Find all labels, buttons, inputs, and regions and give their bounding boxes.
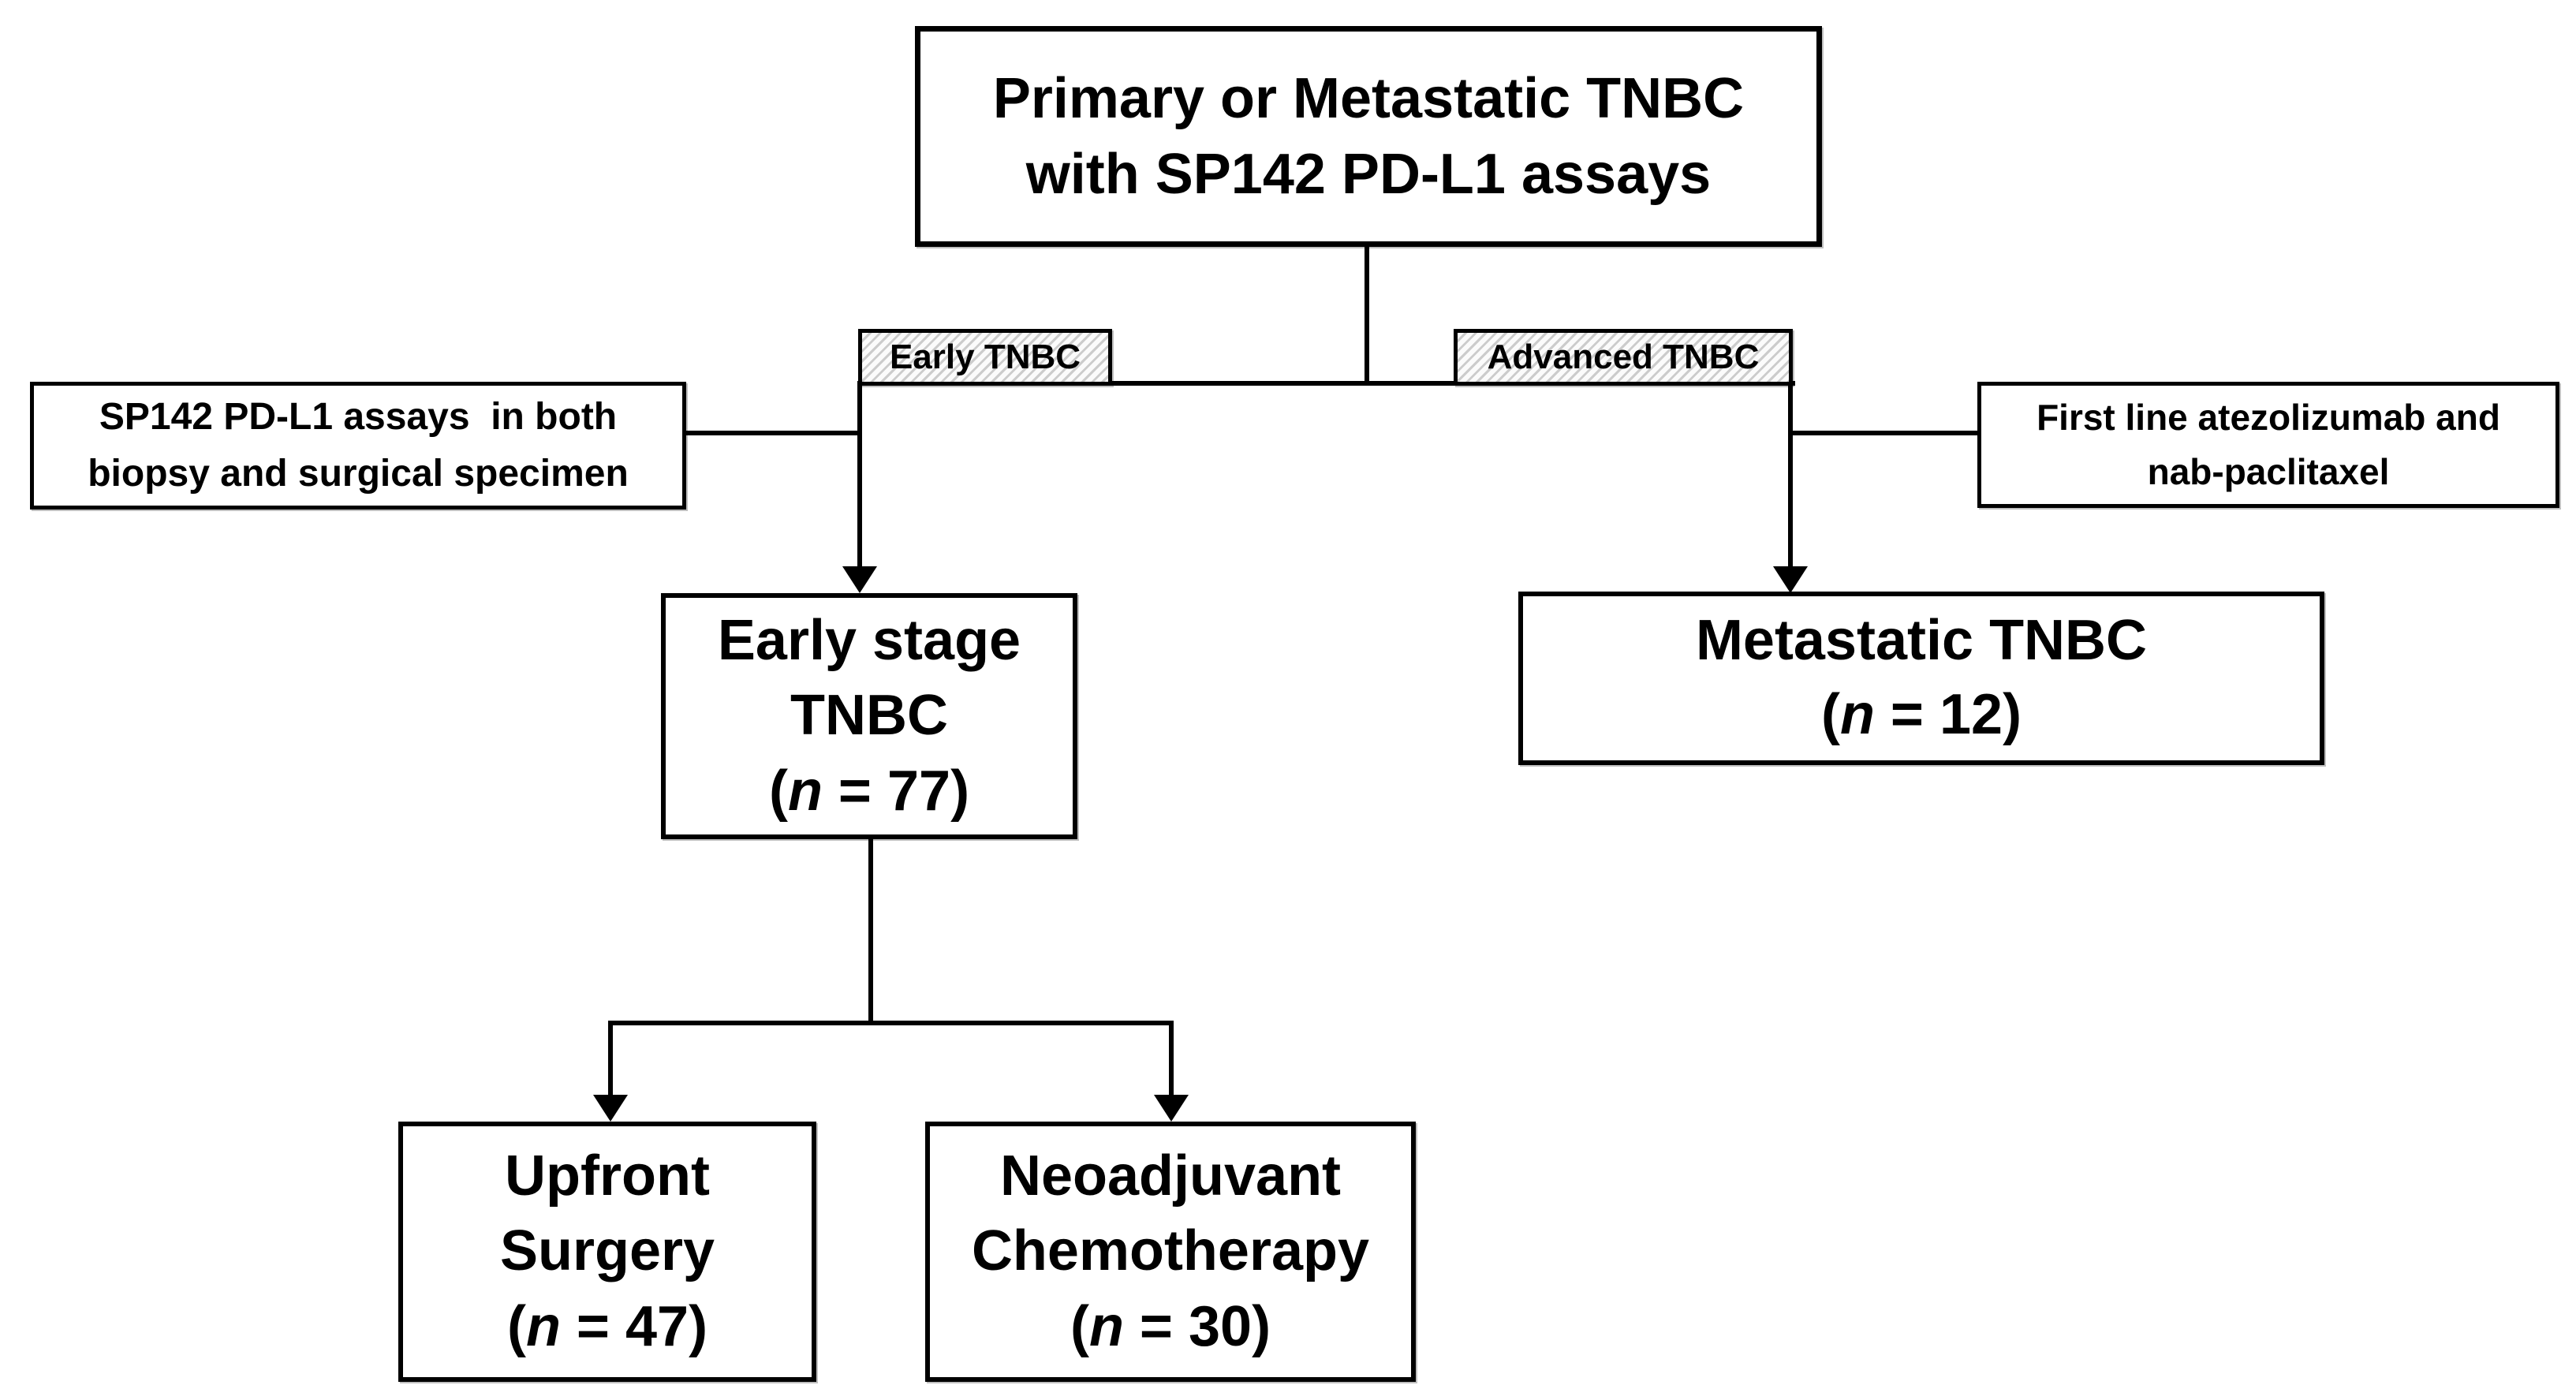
note-first-line-atezolizumab: First line atezolizumab and nab-paclitax… xyxy=(1977,382,2559,508)
connector-root-vertical xyxy=(1365,245,1369,383)
count-value: = 30) xyxy=(1123,1294,1271,1358)
branch-label-advanced-tnbc: Advanced TNBC xyxy=(1454,329,1793,386)
node-text-line: Upfront xyxy=(505,1144,710,1208)
node-neoadjuvant-chemotherapy: Neoadjuvant Chemotherapy (n = 30) xyxy=(925,1122,1416,1382)
count-n-symbol: n xyxy=(525,1294,561,1358)
node-text-line: with SP142 PD-L1 assays xyxy=(1025,143,1712,206)
node-count-line: (n = 47) xyxy=(507,1290,707,1365)
connector-left-note-horizontal xyxy=(681,431,860,435)
node-text-line: Early stage xyxy=(717,609,1021,673)
count-open-paren: ( xyxy=(1820,683,1840,746)
count-value: = 47) xyxy=(560,1294,708,1358)
node-upfront-surgery: Upfront Surgery (n = 47) xyxy=(398,1122,816,1382)
branch-label-text: Advanced TNBC xyxy=(1487,338,1760,376)
connector-split-horizontal xyxy=(608,1021,1174,1025)
node-early-stage-tnbc: Early stage TNBC (n = 77) xyxy=(661,593,1077,839)
count-open-paren: ( xyxy=(768,759,788,823)
arrowhead-into-early-stage xyxy=(842,566,877,593)
connector-left-branch-vertical xyxy=(857,381,862,572)
note-text-line: First line atezolizumab and xyxy=(2037,397,2500,438)
node-text-line: Primary or Metastatic TNBC xyxy=(992,66,1745,130)
count-n-symbol: n xyxy=(1088,1294,1124,1358)
count-n-symbol: n xyxy=(1839,683,1875,746)
note-text-line: biopsy and surgical specimen xyxy=(88,453,629,495)
node-primary-or-metastatic-tnbc: Primary or Metastatic TNBC with SP142 PD… xyxy=(915,26,1822,247)
node-count-line: (n = 77) xyxy=(769,754,969,829)
node-count-line: (n = 30) xyxy=(1070,1290,1271,1365)
note-sp142-assays-both-specimens: SP142 PD-L1 assays in both biopsy and su… xyxy=(30,382,686,510)
node-count-line: (n = 12) xyxy=(1821,678,2022,752)
connector-right-note-horizontal xyxy=(1793,431,1979,435)
note-text-line: SP142 PD-L1 assays in both xyxy=(99,396,618,438)
branch-label-text: Early TNBC xyxy=(889,338,1081,376)
arrowhead-into-metastatic xyxy=(1773,566,1808,593)
count-open-paren: ( xyxy=(1070,1294,1089,1358)
note-text-line: nab-paclitaxel xyxy=(2147,451,2390,492)
node-text-line: Surgery xyxy=(499,1219,715,1283)
connector-right-branch-vertical xyxy=(1788,381,1793,572)
node-text-line: TNBC xyxy=(790,684,948,748)
connector-split-left-vertical xyxy=(608,1021,613,1098)
count-open-paren: ( xyxy=(506,1294,526,1358)
count-value: = 77) xyxy=(822,759,970,823)
node-text-line: Neoadjuvant xyxy=(999,1144,1342,1208)
connector-early-down-vertical xyxy=(868,836,873,1023)
connector-main-horizontal xyxy=(857,381,1795,386)
arrowhead-into-upfront xyxy=(593,1095,628,1122)
arrowhead-into-neoadjuvant xyxy=(1154,1095,1189,1122)
count-n-symbol: n xyxy=(787,759,823,823)
node-text-line: Chemotherapy xyxy=(971,1219,1370,1283)
node-metastatic-tnbc: Metastatic TNBC (n = 12) xyxy=(1518,592,2324,765)
connector-split-right-vertical xyxy=(1169,1021,1174,1098)
count-value: = 12) xyxy=(1874,683,2022,746)
branch-label-early-tnbc: Early TNBC xyxy=(858,329,1112,386)
node-text-line: Metastatic TNBC xyxy=(1695,609,2148,673)
